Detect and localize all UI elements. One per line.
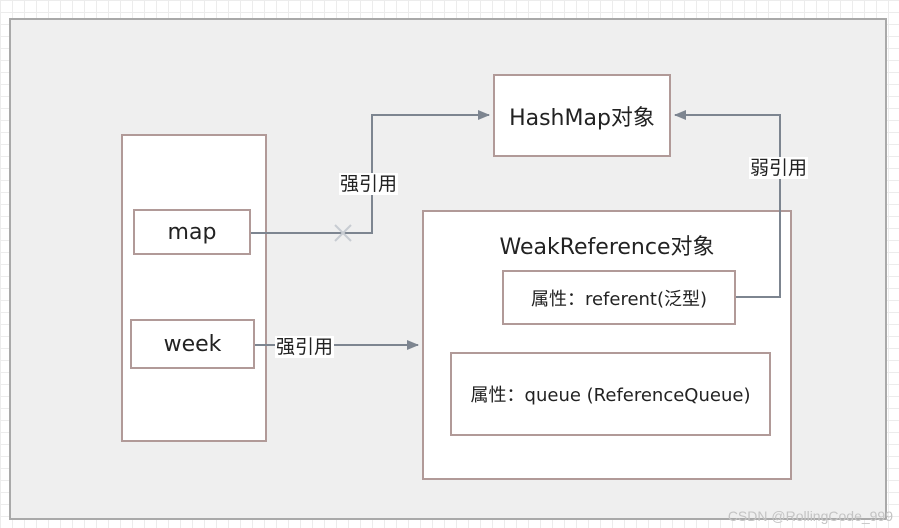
referent-field-node: 属性：referent(泛型) <box>502 270 736 325</box>
week-to-weakref-edge-label: 强引用 <box>275 336 335 358</box>
week-variable-node: week <box>130 319 255 369</box>
weakreference-object-title: WeakReference对象 <box>499 235 715 260</box>
referent-to-hashmap-edge-label: 弱引用 <box>749 157 809 179</box>
queue-field-label: 属性：queue (ReferenceQueue) <box>470 385 751 406</box>
hashmap-object-label: HashMap对象 <box>509 105 655 131</box>
queue-field-node: 属性：queue (ReferenceQueue) <box>450 352 771 436</box>
stack-container <box>121 134 267 442</box>
broken-reference-x-icon <box>334 224 352 242</box>
map-to-hashmap-edge-label: 强引用 <box>339 173 399 195</box>
referent-to-hashmap-connector <box>674 110 781 298</box>
watermark: CSDN @RollingCode_999 <box>727 508 893 524</box>
map-variable-label: map <box>167 219 217 245</box>
referent-field-label: 属性：referent(泛型) <box>530 288 708 310</box>
week-variable-label: week <box>163 331 222 357</box>
hashmap-object-node: HashMap对象 <box>493 74 671 157</box>
map-variable-node: map <box>133 209 251 255</box>
